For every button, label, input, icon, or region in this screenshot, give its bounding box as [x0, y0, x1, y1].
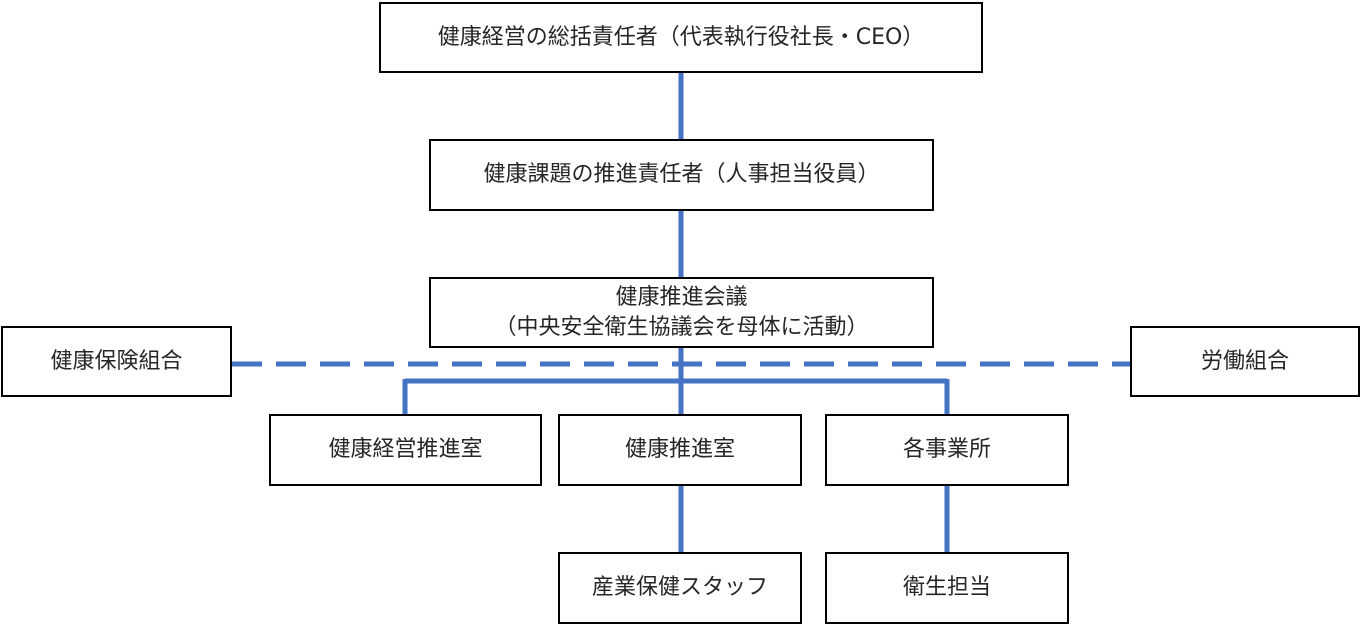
node-health-office-label: 健康推進室 — [624, 437, 735, 462]
node-business-sites-label: 各事業所 — [902, 437, 991, 462]
node-health-staff: 産業保健スタッフ — [558, 552, 802, 624]
node-business-sites: 各事業所 — [825, 414, 1069, 486]
node-health-insurance-label: 健康保険組合 — [50, 348, 183, 374]
node-labor-union: 労働組合 — [1130, 326, 1360, 397]
node-hr-officer: 健康課題の推進責任者（人事担当役員） — [429, 139, 934, 211]
node-labor-union-label: 労働組合 — [1200, 348, 1289, 374]
node-health-staff-label: 産業保健スタッフ — [591, 575, 768, 600]
node-health-council: 健康推進会議 （中央安全衛生協議会を母体に活動） — [429, 277, 934, 348]
node-ceo: 健康経営の総括責任者（代表執行役社長・CEO） — [379, 2, 983, 73]
node-health-council-subtitle: （中央安全衛生協議会を母体に活動） — [494, 314, 869, 340]
node-management-office: 健康経営推進室 — [269, 414, 542, 486]
node-management-office-label: 健康経営推進室 — [328, 437, 483, 462]
node-health-insurance: 健康保険組合 — [1, 326, 232, 397]
node-hygiene: 衛生担当 — [825, 552, 1069, 624]
node-health-office: 健康推進室 — [558, 414, 802, 486]
node-hr-officer-label: 健康課題の推進責任者（人事担当役員） — [483, 162, 880, 187]
node-health-council-title: 健康推進会議 — [615, 284, 748, 310]
node-ceo-label: 健康経営の総括責任者（代表執行役社長・CEO） — [437, 24, 925, 50]
node-hygiene-label: 衛生担当 — [902, 575, 991, 600]
